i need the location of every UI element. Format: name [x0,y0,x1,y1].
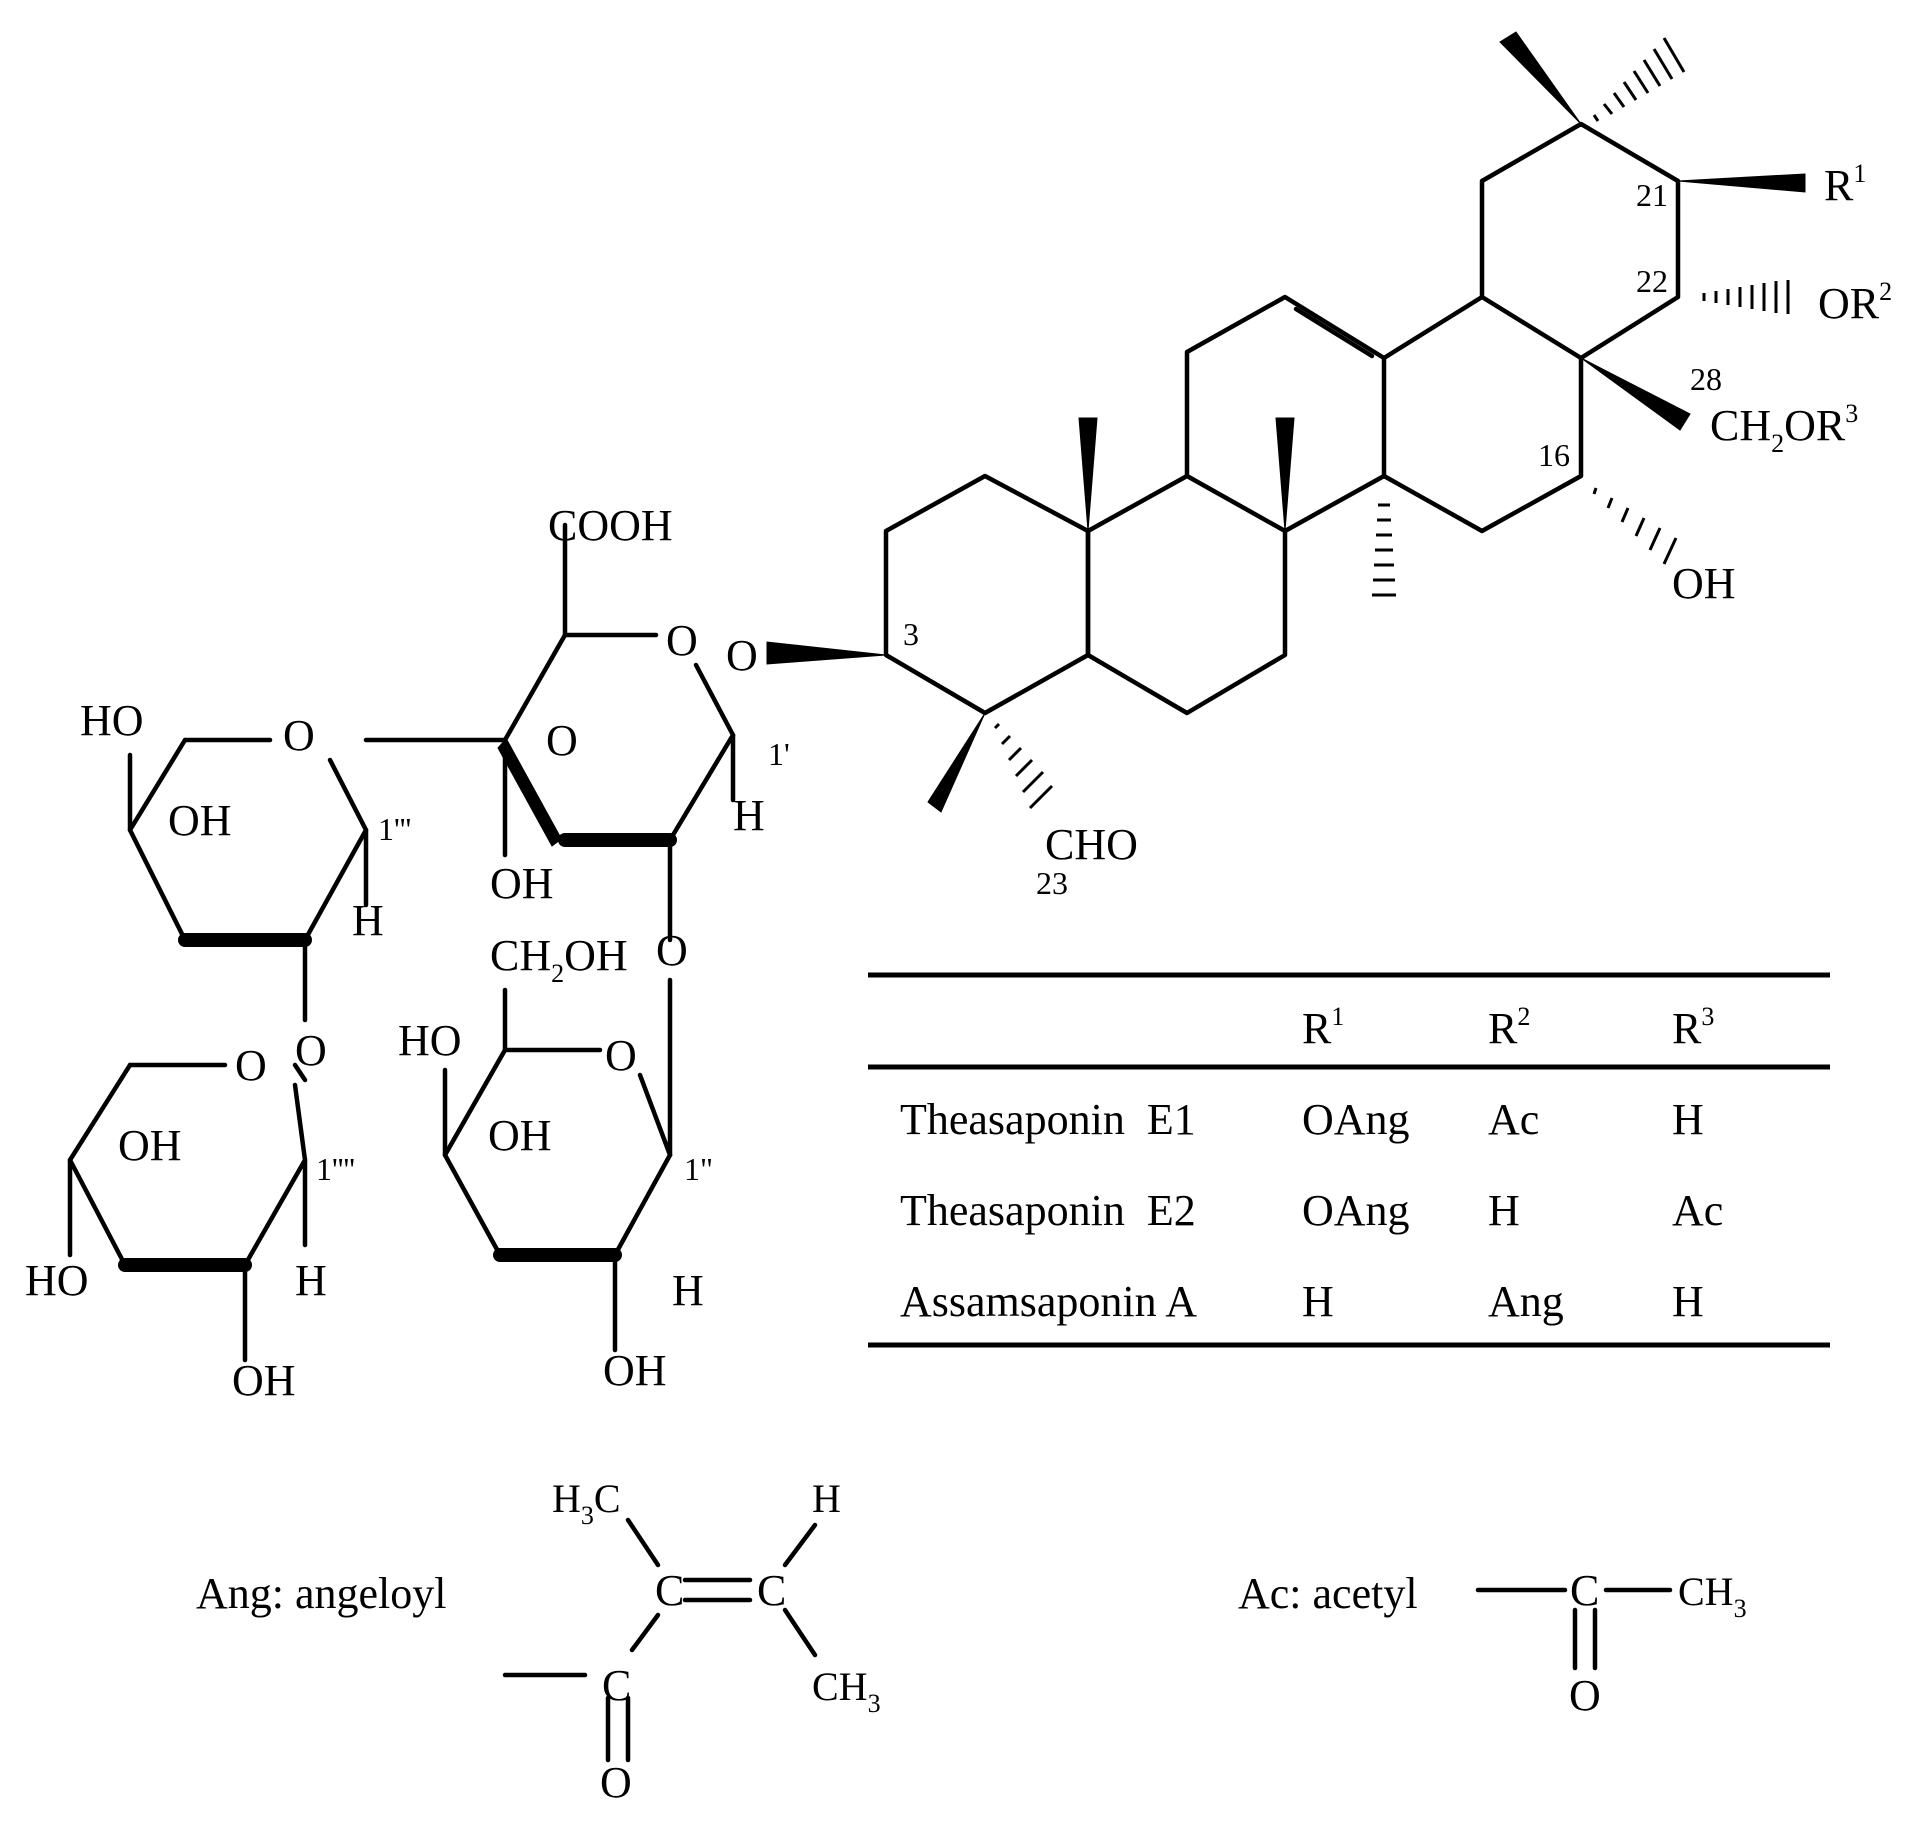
ara-ho: HO [80,696,144,745]
row-name: Theasaponin E2 [900,1186,1196,1235]
row-name: Assamsaponin A [900,1277,1197,1326]
ang-o: O [600,1758,632,1807]
ang-legend-label: Ang: angeloyl [196,1569,447,1618]
xyl-h: H [295,1256,327,1305]
locant-c1p: 1' [768,736,790,772]
row-r2: H [1488,1186,1520,1235]
o-c3-label: O [726,631,758,680]
locant-c28: 28 [1690,361,1722,397]
ac-ch3: CH3 [1678,1569,1747,1623]
glca-o2: O [546,716,578,765]
locant-c22: 22 [1636,263,1668,299]
ara-o-link: O [295,1026,327,1075]
ang-c-carbonyl: C [602,1661,631,1710]
table-header-r2: R2 [1488,1002,1530,1053]
ang-c-alpha: C [655,1566,684,1615]
glca-h: H [733,791,765,840]
aglycone-stereo-bonds [766,31,1806,813]
cho-label: CHO [1045,820,1138,869]
xyl-oh-a: OH [118,1121,182,1170]
ang-c-beta: C [757,1566,786,1615]
row-r3: H [1672,1277,1704,1326]
table-row: Assamsaponin A H Ang H [900,1277,1704,1326]
hashed-bonds [993,37,1790,810]
table-row: Theasaponin E2 OAng H Ac [900,1186,1723,1235]
row-r1: H [1302,1277,1334,1326]
angeloyl-legend: Ang: angeloyl H3C C C H CH3 C O [196,1476,881,1807]
locant-c23: 23 [1036,865,1068,901]
gal-ring-o: O [605,1031,637,1080]
substituent-table: R1 R2 R3 Theasaponin E1 OAng Ac H Theasa… [868,972,1830,1348]
ang-h: H [812,1476,841,1521]
lower-center-sugar: CH2OH O HO OH OH H 1" [398,931,713,1395]
or2-label: OR2 [1818,277,1892,328]
ara-ring-o: O [283,711,315,760]
locant-c1ppp: 1''' [378,811,411,847]
ara-oh: OH [168,796,232,845]
aglycone-labels: 3 16 21 22 23 28 CHO OH R1 OR2 CH2OR3 [903,159,1892,901]
ara-h: H [352,896,384,945]
row-name: Theasaponin E1 [900,1095,1196,1144]
ch2or3-label: CH2OR3 [1710,399,1858,458]
table-header-r3: R3 [1672,1002,1714,1053]
xyl-ho: HO [25,1256,89,1305]
gal-oh-b: OH [603,1346,667,1395]
row-r3: H [1672,1095,1704,1144]
aglycone-bonds [883,121,1681,716]
glca-oh: OH [490,859,554,908]
row-r1: OAng [1302,1186,1410,1235]
glca-ring-o: O [666,616,698,665]
row-r2: Ang [1488,1277,1564,1326]
row-r1: OAng [1302,1095,1410,1144]
locant-c1pppp: 1'''' [316,1151,355,1187]
ang-ch3: CH3 [812,1664,881,1718]
ac-o: O [1569,1671,1601,1720]
gal-ho: HO [398,1016,462,1065]
r1-label: R1 [1824,159,1866,210]
ac-legend-label: Ac: acetyl [1238,1569,1418,1618]
ac-c: C [1570,1566,1599,1615]
xyl-oh-b: OH [232,1356,296,1405]
xyl-ring-o: O [235,1041,267,1090]
ang-h3c: H3C [552,1476,621,1530]
table-row: Theasaponin E1 OAng Ac H [900,1095,1704,1144]
upper-left-sugar: O HO OH H 1''' O [80,696,411,1075]
locant-c3: 3 [903,616,919,652]
glca-o-link: O [656,926,688,975]
acetyl-legend: Ac: acetyl C CH3 O [1238,1566,1747,1720]
glucuronic-acid: COOH O O OH O O H 1' [363,501,790,975]
lower-left-sugar: O OH HO OH H 1'''' [25,1041,355,1405]
locant-c1pp: 1" [684,1151,713,1187]
gal-ch2oh: CH2OH [490,931,628,988]
locant-c16: 16 [1538,437,1570,473]
locant-c21: 21 [1636,177,1668,213]
gal-h: H [672,1266,704,1315]
cooh-label: COOH [548,501,673,550]
table-header-r1: R1 [1302,1002,1344,1053]
row-r3: Ac [1672,1186,1723,1235]
oh-16-label: OH [1672,559,1736,608]
row-r2: Ac [1488,1095,1539,1144]
gal-oh-a: OH [488,1111,552,1160]
